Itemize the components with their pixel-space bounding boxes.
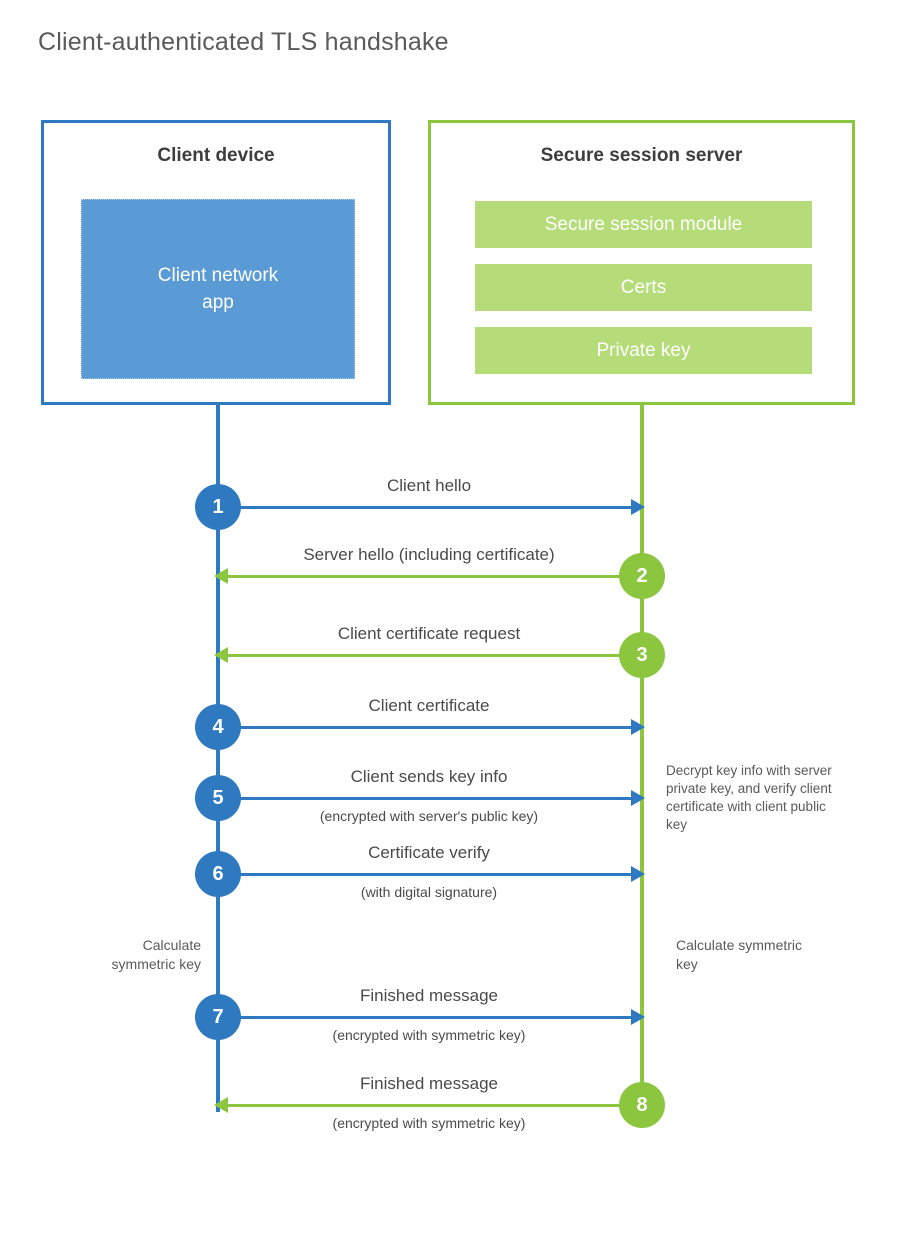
message-label: Server hello (including certificate) <box>303 545 555 564</box>
step-number: 4 <box>212 715 224 738</box>
message-label: Client certificate request <box>337 624 521 643</box>
message-arrow-line <box>218 1016 640 1019</box>
step-marker-6: 6 <box>195 851 241 897</box>
client-network-app-block: Client network app <box>81 199 355 379</box>
step-number: 8 <box>636 1093 648 1116</box>
client-device-box: Client device Client network app <box>41 120 391 405</box>
server-lifeline <box>640 405 644 1105</box>
step-marker-8: 8 <box>619 1082 665 1128</box>
client-lifeline <box>216 405 220 1112</box>
note-server-calculate-symmetric-key: Calculate symmetric key <box>676 937 803 972</box>
server-module-secure-session-module: Secure session module <box>475 201 812 248</box>
arrow-head-left-icon <box>214 1097 228 1113</box>
note-server-decrypt: Decrypt key info with server private key… <box>666 763 832 832</box>
message-sublabel: (encrypted with symmetric key) <box>332 1027 526 1043</box>
step-number: 6 <box>212 862 224 885</box>
message-arrow-line <box>218 654 640 657</box>
server-module-private-key: Private key <box>475 327 812 374</box>
message-sublabel: (encrypted with server's public key) <box>319 808 539 824</box>
note-client-calculate-symmetric-key: Calculate symmetric key <box>111 937 201 972</box>
message-label: Client hello <box>386 476 472 495</box>
message-label: Certificate verify <box>368 843 490 862</box>
message-arrow-line <box>218 873 640 876</box>
message-sublabel: (with digital signature) <box>360 884 498 900</box>
message-label: Client sends key info <box>350 767 508 786</box>
server-module-label: Secure session module <box>544 213 743 235</box>
message-label: Client certificate <box>368 696 490 715</box>
message-arrow-line <box>218 1104 640 1107</box>
arrow-head-right-icon <box>631 719 645 735</box>
secure-session-server-title: Secure session server <box>540 145 743 166</box>
message-sublabel: (encrypted with symmetric key) <box>332 1115 526 1131</box>
message-arrow-line <box>218 575 640 578</box>
client-device-title: Client device <box>157 145 275 166</box>
step-marker-3: 3 <box>619 632 665 678</box>
step-number: 5 <box>212 786 224 809</box>
message-label: Finished message <box>360 1074 498 1093</box>
step-marker-1: 1 <box>195 484 241 530</box>
arrow-head-left-icon <box>214 568 228 584</box>
message-arrow-line <box>218 797 640 800</box>
step-marker-7: 7 <box>195 994 241 1040</box>
step-number: 2 <box>636 564 648 587</box>
step-marker-2: 2 <box>619 553 665 599</box>
page-title: Client-authenticated TLS handshake <box>38 28 449 56</box>
step-number: 3 <box>636 643 648 666</box>
message-arrow-line <box>218 726 640 729</box>
server-module-label: Private key <box>596 339 691 361</box>
server-module-certs: Certs <box>475 264 812 311</box>
message-arrow-line <box>218 506 640 509</box>
arrow-head-right-icon <box>631 790 645 806</box>
step-number: 1 <box>212 495 224 518</box>
message-label: Finished message <box>360 986 498 1005</box>
arrow-head-left-icon <box>214 647 228 663</box>
server-module-label: Certs <box>620 276 667 298</box>
step-marker-5: 5 <box>195 775 241 821</box>
step-number: 7 <box>212 1005 224 1028</box>
step-marker-4: 4 <box>195 704 241 750</box>
arrow-head-right-icon <box>631 499 645 515</box>
secure-session-server-box: Secure session server Secure session mod… <box>428 120 855 405</box>
client-network-app-label: Client network app <box>157 265 279 313</box>
arrow-head-right-icon <box>631 1009 645 1025</box>
arrow-head-right-icon <box>631 866 645 882</box>
